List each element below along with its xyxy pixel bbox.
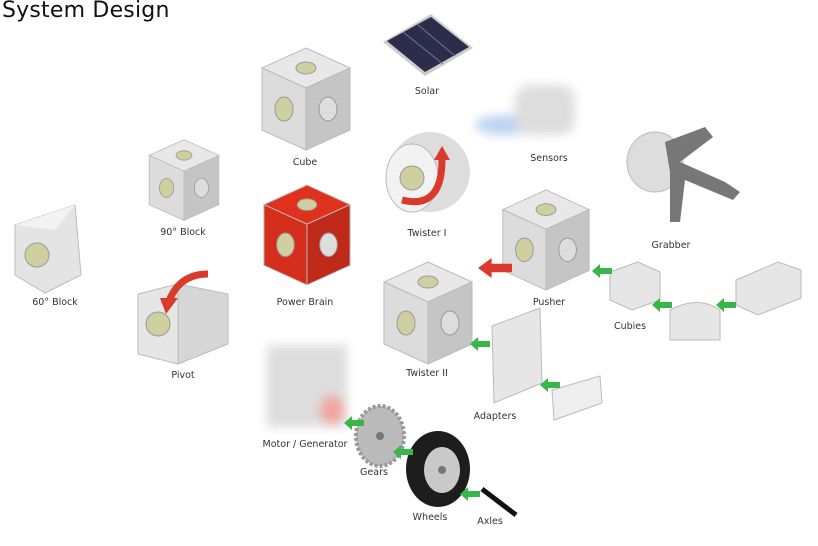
axles-image bbox=[478, 485, 520, 520]
solar-panel-image bbox=[383, 14, 473, 76]
90-degree-block-image bbox=[138, 138, 230, 222]
pivot-image bbox=[137, 264, 230, 366]
cube-module-image bbox=[260, 45, 352, 153]
label-axles: Axles bbox=[477, 516, 503, 527]
label-pusher: Pusher bbox=[532, 297, 566, 308]
green-arrow-icon bbox=[460, 486, 480, 501]
adapters-image bbox=[490, 307, 605, 423]
label-cubies: Cubies bbox=[613, 321, 647, 332]
green-arrow-icon bbox=[716, 297, 736, 312]
label-power-brain: Power Brain bbox=[276, 297, 334, 308]
label-cube: Cube bbox=[292, 157, 318, 168]
green-arrow-icon bbox=[470, 336, 490, 351]
label-adapters: Adapters bbox=[473, 411, 517, 422]
motor-generator-image bbox=[262, 340, 352, 432]
label-90-block: 90° Block bbox=[160, 227, 206, 238]
label-solar: Solar bbox=[414, 86, 440, 97]
label-gears: Gears bbox=[360, 467, 388, 478]
label-twister-2: Twister II bbox=[406, 368, 448, 379]
label-60-block: 60° Block bbox=[32, 297, 78, 308]
green-arrow-icon bbox=[592, 263, 612, 278]
grabber-image bbox=[625, 122, 743, 232]
green-arrow-icon bbox=[540, 377, 560, 392]
label-twister-1: Twister I bbox=[407, 228, 447, 239]
power-brain-image bbox=[262, 183, 352, 287]
green-arrow-icon bbox=[652, 297, 672, 312]
label-motor-generator: Motor / Generator bbox=[262, 439, 348, 450]
pusher-module-image bbox=[500, 188, 592, 292]
label-grabber: Grabber bbox=[651, 240, 691, 251]
label-wheels: Wheels bbox=[412, 512, 448, 523]
page-title: System Design bbox=[2, 0, 170, 23]
label-pivot: Pivot bbox=[171, 370, 195, 381]
gears-image bbox=[354, 404, 406, 468]
twister-2-image bbox=[382, 260, 474, 366]
twister-1-image bbox=[382, 130, 472, 216]
wheels-image bbox=[404, 430, 472, 508]
red-arrow-icon bbox=[478, 258, 512, 278]
cubies-image bbox=[608, 260, 803, 342]
label-sensors: Sensors bbox=[530, 153, 568, 164]
green-arrow-icon bbox=[393, 444, 413, 459]
60-degree-block-image bbox=[14, 204, 82, 294]
sensors-module-image bbox=[475, 75, 585, 145]
green-arrow-icon bbox=[344, 415, 364, 430]
